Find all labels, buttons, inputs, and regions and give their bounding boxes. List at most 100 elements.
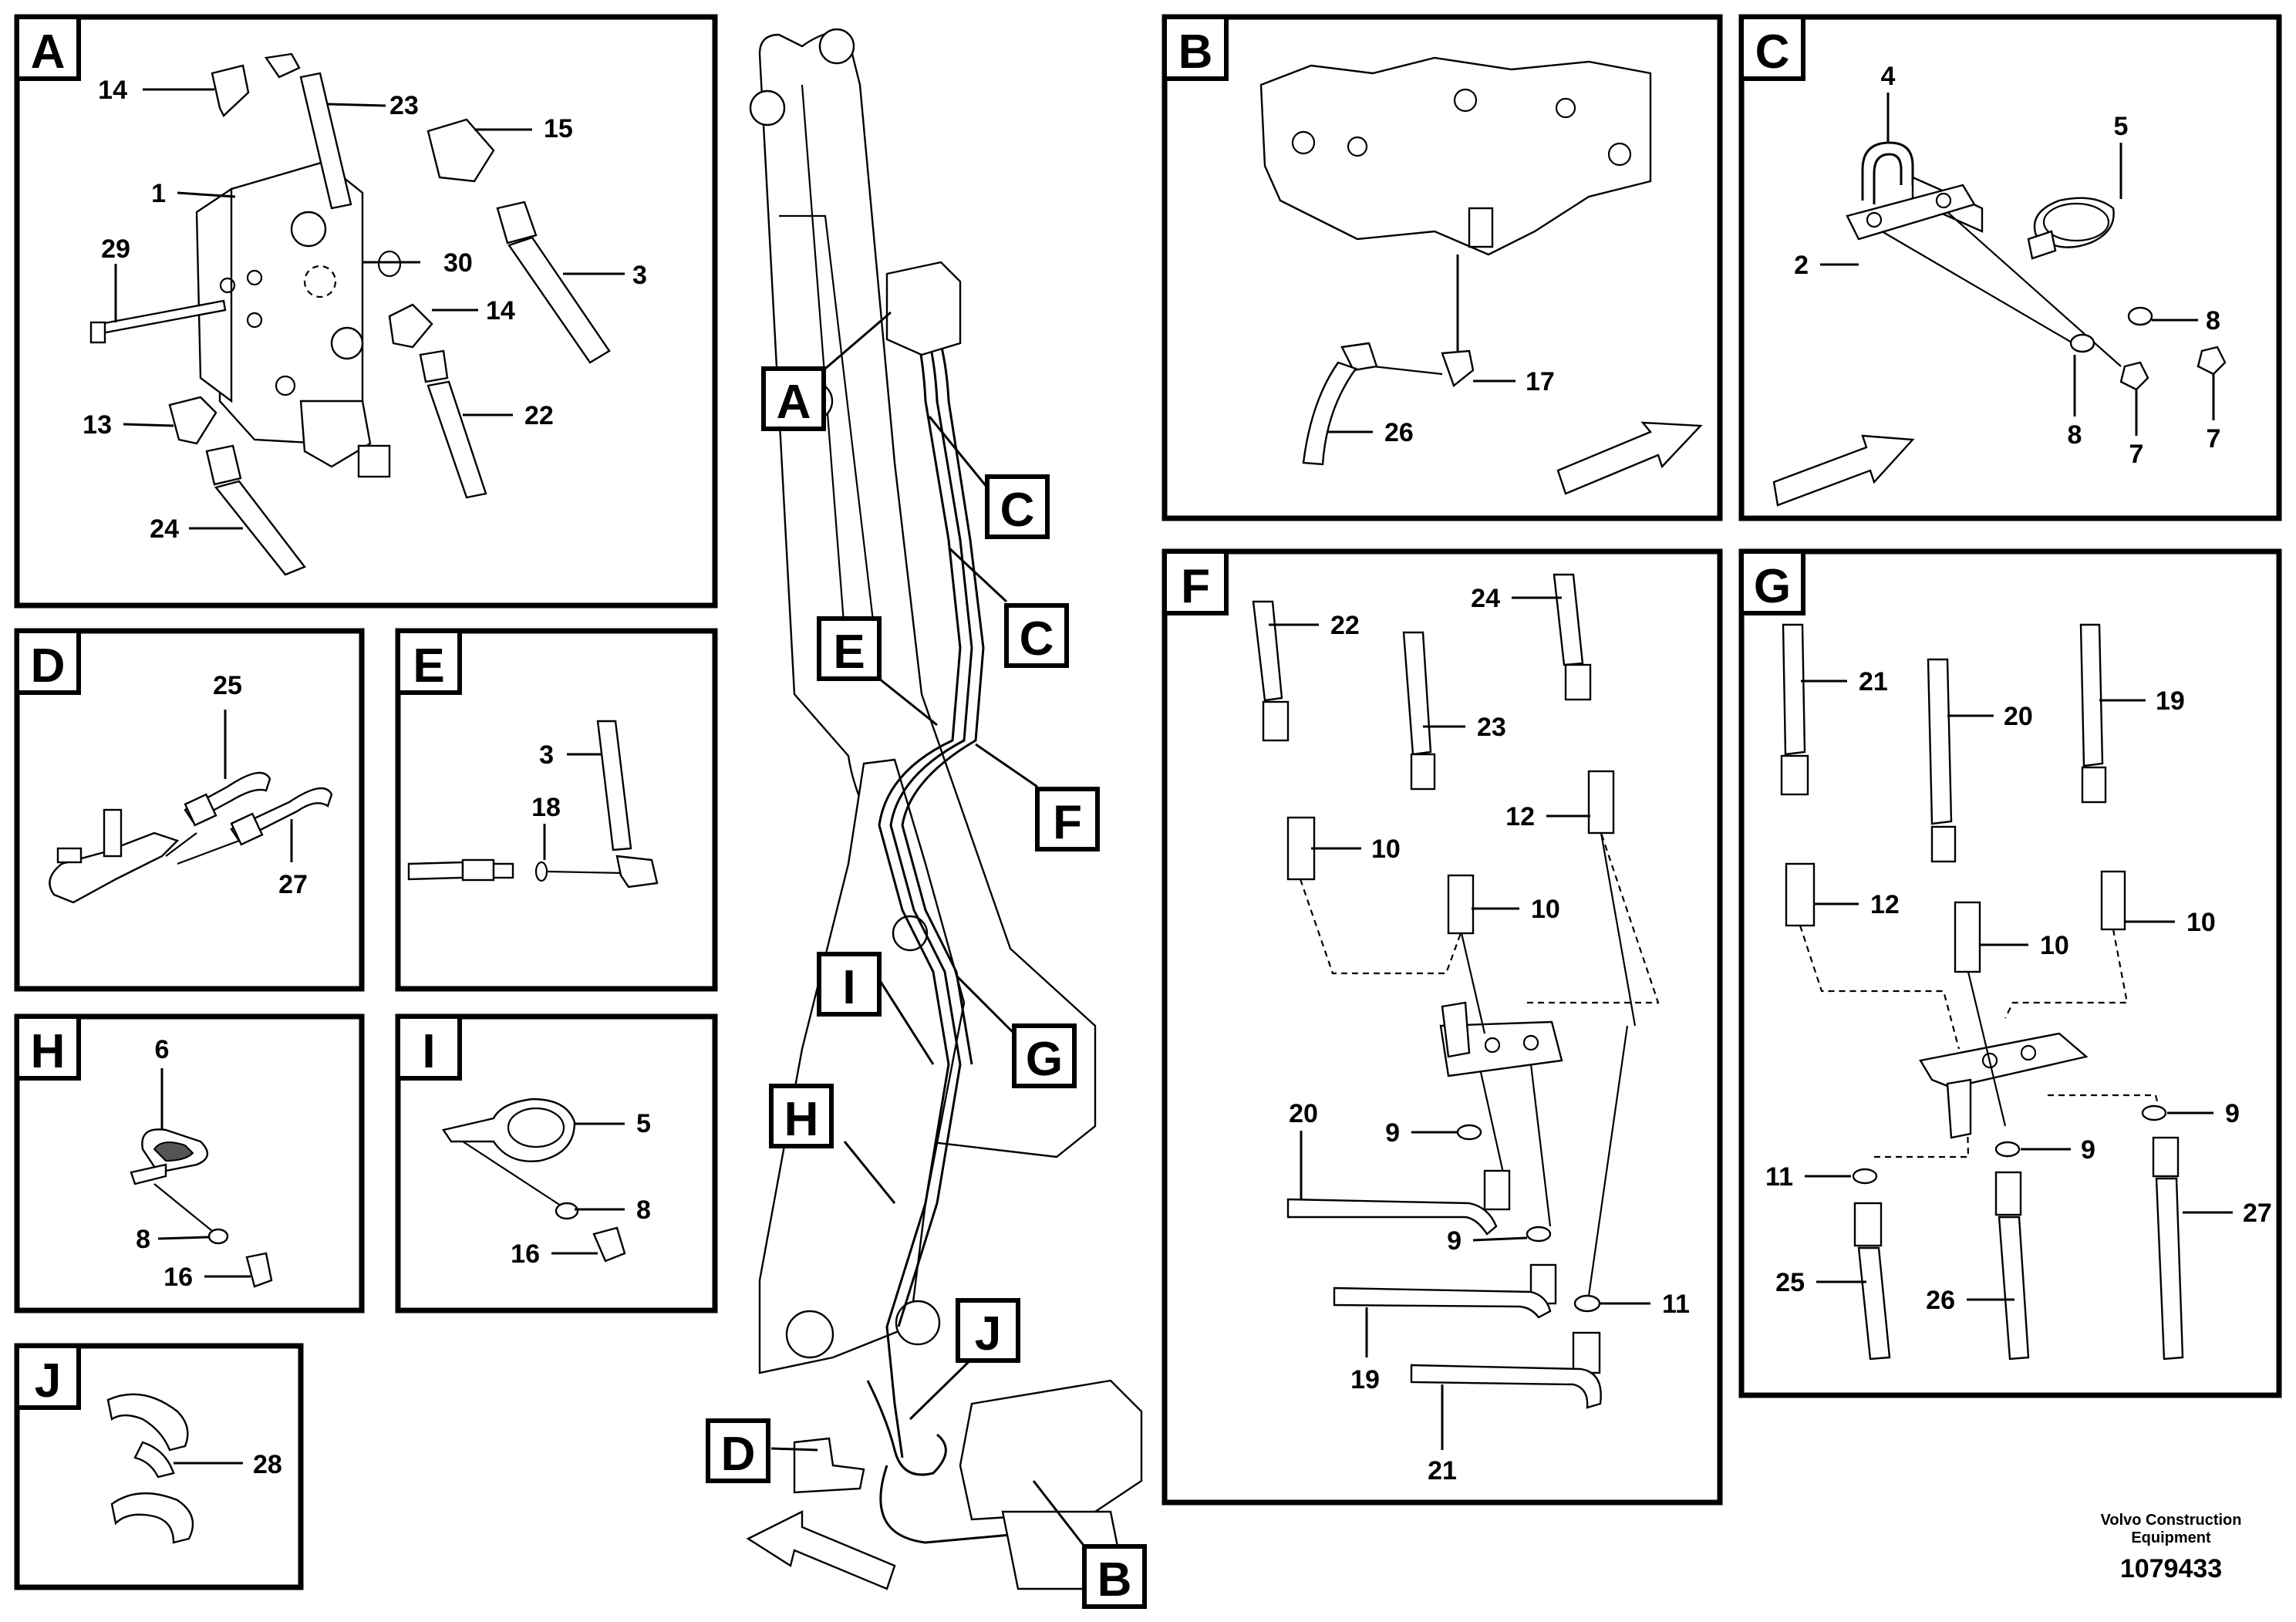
label-12-f: 12 <box>1505 802 1535 831</box>
label-26-g: 26 <box>1926 1286 1955 1315</box>
panel-j: J 28 <box>14 1343 304 1590</box>
direction-arrow-b <box>1556 421 1703 495</box>
line-f-down-3 <box>1587 1025 1629 1297</box>
boom-edge-1 <box>779 214 877 641</box>
callout-a-box <box>761 366 826 431</box>
dash-i <box>462 1141 564 1208</box>
dash-h <box>153 1183 217 1235</box>
panel-i-tag-box <box>396 1014 462 1081</box>
panel-j-tag: J <box>35 1354 61 1408</box>
spiral-wrap-upper <box>106 1393 189 1452</box>
panel-c-frame <box>1738 14 2282 521</box>
callout-j: J <box>975 1307 1001 1361</box>
label-9-f-mid: 9 <box>1447 1226 1462 1256</box>
leader-23 <box>327 103 386 107</box>
hose-3-e <box>596 720 632 851</box>
panel-b-tag-box <box>1162 15 1229 81</box>
label-16-h: 16 <box>164 1263 193 1292</box>
callout-e-box <box>817 616 882 681</box>
fitting-26-g <box>1994 1171 2022 1216</box>
callout-i: I <box>842 961 855 1014</box>
nut-23-f <box>1410 753 1436 791</box>
bracket-f-hole-2 <box>1522 1034 1539 1051</box>
label-8-c-right: 8 <box>2206 306 2220 336</box>
nut-27 <box>230 812 264 846</box>
callout-g-box <box>1012 1023 1077 1088</box>
screw-16-i <box>592 1226 626 1263</box>
label-14-a-mid: 14 <box>486 296 515 325</box>
label-25-g: 25 <box>1775 1268 1805 1297</box>
panel-b-frame <box>1161 14 1723 521</box>
label-8-c-left: 8 <box>2068 420 2082 450</box>
o-ring-11-f <box>1573 1294 1601 1313</box>
hose-20-f <box>1286 1198 1498 1236</box>
panel-d-tag: D <box>31 639 66 693</box>
callout-f: F <box>1053 796 1082 849</box>
dash-g-1 <box>1799 925 1961 1050</box>
bracket-f-hole-1 <box>1484 1037 1501 1054</box>
hose-22-f <box>1252 600 1283 702</box>
callout-d-box <box>706 1418 770 1483</box>
label-14-a-top: 14 <box>98 76 127 105</box>
label-7-c-left: 7 <box>2129 440 2144 469</box>
label-7-c-right: 7 <box>2207 424 2221 454</box>
label-25-d: 25 <box>213 671 242 700</box>
panel-e-frame <box>395 628 718 992</box>
leader-8-h <box>157 1236 209 1240</box>
label-9-g-right: 9 <box>2225 1099 2240 1128</box>
panel-e-tag: E <box>413 639 444 693</box>
callout-f-leader <box>975 743 1038 788</box>
callout-g-leader <box>955 974 1016 1035</box>
valve-b-port-3 <box>1453 88 1478 113</box>
callout-c1: C <box>1000 484 1035 537</box>
panel-a-tag: A <box>31 25 66 79</box>
callout-i-box <box>817 952 882 1017</box>
fitting-d-left <box>56 847 83 864</box>
hose-22 <box>426 380 487 499</box>
bracket-post-d <box>103 808 123 858</box>
label-27-g: 27 <box>2243 1199 2272 1228</box>
line-f-down-1 <box>1479 1071 1505 1177</box>
dash-f-3 <box>1527 832 1660 1004</box>
footer: Volvo Construction Equipment 1079433 <box>2101 1512 2242 1583</box>
line-f-right-through <box>1600 832 1637 1027</box>
panel-c-tag: C <box>1755 25 1790 79</box>
panel-a-tag-box <box>15 15 81 81</box>
callout-j-box <box>956 1298 1020 1363</box>
panel-j-tag-box <box>15 1344 81 1410</box>
callout-b-leader <box>1032 1480 1089 1551</box>
union-10-g-right <box>2100 870 2126 931</box>
callout-c1-box <box>985 474 1050 539</box>
hose-23-upper <box>299 72 352 210</box>
panel-g: G <box>1738 548 2282 1398</box>
valve-port-hidden <box>303 265 337 298</box>
boom-pin-top <box>818 28 855 65</box>
dash-g-3 <box>2048 1094 2161 1111</box>
hose-27-g <box>2155 1177 2184 1361</box>
conn-d-1 <box>165 832 197 857</box>
valve-b-port-1 <box>1291 130 1316 155</box>
valve-b-spool <box>1468 207 1494 248</box>
bracket-upright-g <box>1946 1078 1972 1139</box>
nut-7-c-right <box>2197 346 2227 376</box>
boom-edge-2 <box>801 84 846 633</box>
o-ring-11-g <box>1852 1168 1878 1185</box>
nut-7-c-left <box>2119 361 2149 391</box>
hose-19-g <box>2079 623 2104 767</box>
u-bolt-4 <box>1861 141 1914 201</box>
spiral-wrap-lower <box>110 1492 194 1544</box>
bolt-29-head <box>89 321 106 344</box>
hose-loop-j <box>866 1380 947 1476</box>
hose-19-f <box>1333 1286 1552 1319</box>
fitting-25-g <box>1853 1202 1883 1247</box>
label-4-c: 4 <box>1881 62 1896 91</box>
hose-e-left <box>407 861 464 881</box>
panel-j-frame <box>14 1343 304 1590</box>
fitting-top-small <box>264 52 301 79</box>
callout-h: H <box>784 1093 819 1146</box>
fitting-15 <box>426 118 495 183</box>
panel-d-tag-box <box>15 629 81 695</box>
union-12-f <box>1587 770 1615 835</box>
callout-f-box <box>1035 787 1100 851</box>
valve-b-port-4 <box>1555 97 1576 119</box>
